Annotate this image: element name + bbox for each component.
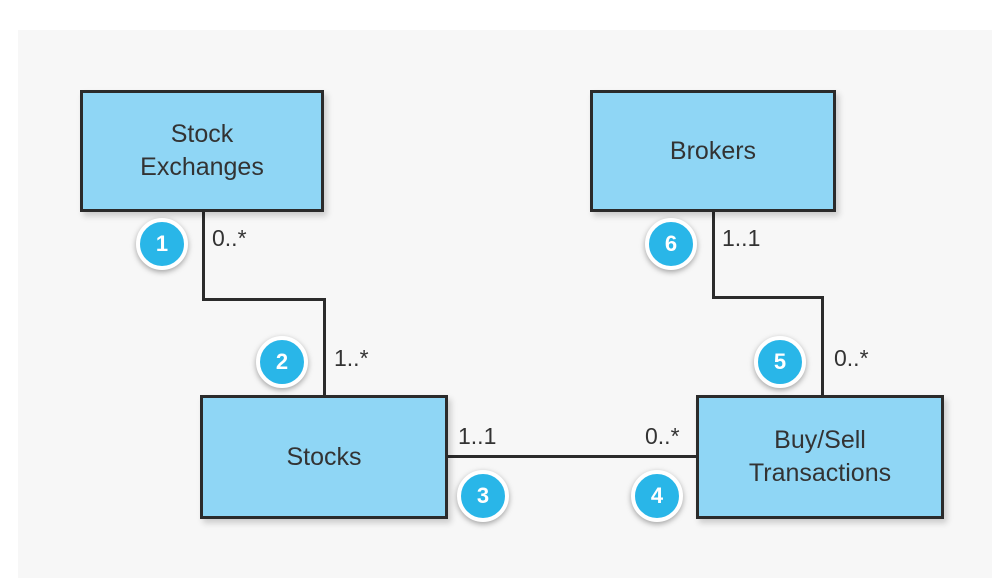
entity-brokers: Brokers [590,90,836,212]
entity-buy-sell-transactions-label: Buy/Sell Transactions [748,426,892,487]
connector-brokers-transactions-segment-2 [712,296,824,299]
entity-stock-exchanges: Stock Exchanges [80,90,324,212]
badge-2: 2 [256,336,308,388]
multiplicity-brokers-source: 1..1 [722,225,761,251]
connector-stocks-transactions [446,455,698,458]
badge-5: 5 [754,336,806,388]
entity-stock-exchanges-label: Stock Exchanges [140,120,264,181]
connector-exchanges-stocks-segment-3 [323,298,326,397]
entity-brokers-label: Brokers [669,136,757,165]
entity-buy-sell-transactions: Buy/Sell Transactions [696,395,944,519]
multiplicity-stocks-source: 1..1 [458,423,497,449]
connector-brokers-transactions-segment-3 [821,296,824,397]
connector-exchanges-stocks-segment-2 [202,298,326,301]
multiplicity-transactions-target: 0..* [645,423,680,449]
connector-exchanges-stocks-segment-1 [202,210,205,301]
entity-stocks-label: Stocks [286,442,362,471]
connector-brokers-transactions-segment-1 [712,210,715,299]
badge-3: 3 [457,470,509,522]
entity-stocks: Stocks [200,395,448,519]
badge-1: 1 [136,218,188,270]
badge-6: 6 [645,218,697,270]
multiplicity-exchanges-source: 0..* [212,225,247,251]
badge-4: 4 [631,470,683,522]
multiplicity-brokers-target: 0..* [834,345,869,371]
multiplicity-exchanges-target: 1..* [334,345,369,371]
